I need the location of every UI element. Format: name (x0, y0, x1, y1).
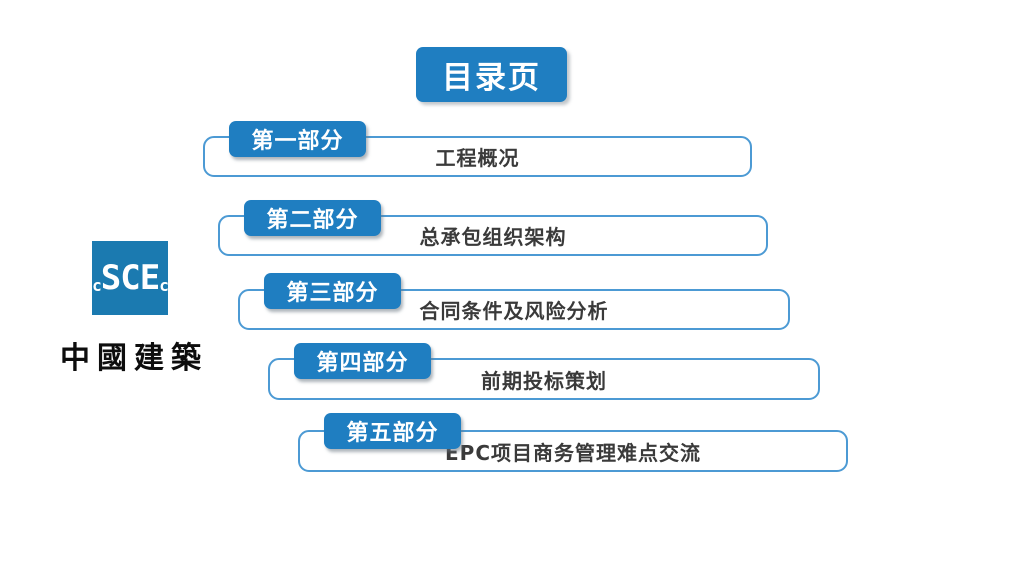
toc-item-title: 前期投标策划 (481, 368, 607, 393)
page-title-text: 目录页 (442, 60, 541, 96)
toc-item-badge-2[interactable]: 第二部分 (244, 200, 381, 236)
toc-item-badge-1[interactable]: 第一部分 (229, 121, 366, 157)
toc-badge-label: 第四部分 (316, 351, 409, 376)
monogram-right: c (159, 276, 169, 295)
company-name: 中國建築 (60, 341, 208, 376)
toc-badge-label: 第一部分 (251, 129, 344, 154)
toc-item-badge-3[interactable]: 第三部分 (264, 273, 401, 309)
toc-badge-label: 第二部分 (266, 208, 359, 233)
toc-item-title: 工程概况 (435, 146, 520, 170)
monogram-mid: SCE (100, 258, 160, 298)
toc-badge-label: 第五部分 (346, 421, 439, 446)
toc-item-title: EPC项目商务管理难点交流 (445, 440, 701, 465)
toc-item-title: 总承包组织架构 (419, 225, 567, 249)
toc-badge-label: 第三部分 (286, 281, 379, 306)
monogram-left: c (92, 276, 102, 295)
toc-item-badge-5[interactable]: 第五部分 (324, 413, 461, 449)
toc-item-badge-4[interactable]: 第四部分 (294, 343, 431, 379)
toc-item-title: 合同条件及风险分析 (419, 299, 609, 323)
page-title: 目录页 (416, 47, 567, 102)
